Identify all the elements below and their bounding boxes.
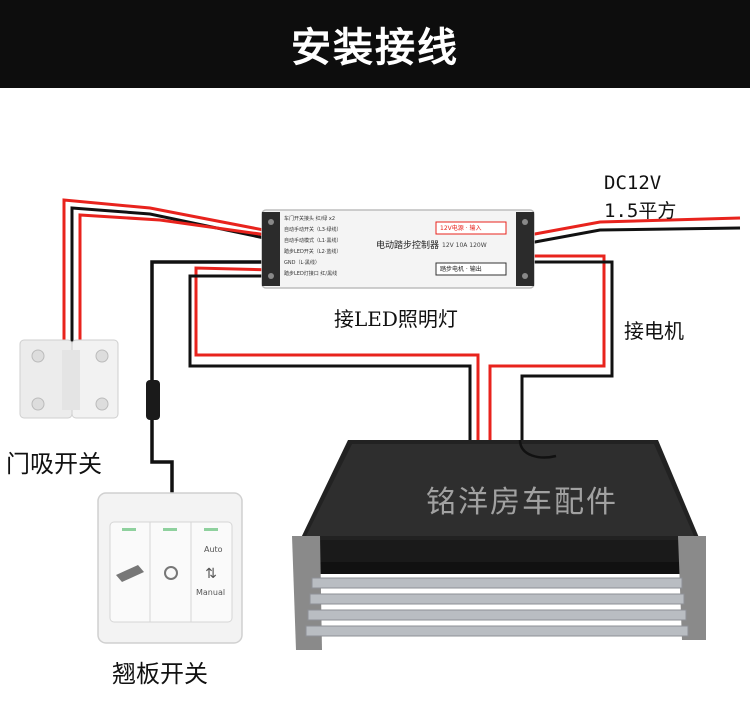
controller-row: GND（L·黑线） [284, 260, 320, 266]
door-switch-label: 门吸开关 [6, 450, 102, 478]
led-wires [188, 266, 480, 440]
door-magnet-switch [19, 339, 119, 419]
title-bar: 安装接线 [0, 0, 750, 88]
controller-main-label: 电动踏步控制器 [376, 241, 440, 251]
motor-label: 接电机 [624, 319, 684, 343]
controller-spec: 12V 10A 120W [442, 242, 487, 249]
power-label-gauge: 1.5平方 [604, 200, 677, 222]
controller-row: 踏步LED开关（L2·蓝线） [284, 249, 342, 255]
motor-wires [488, 254, 614, 440]
controller-row: 自动手动开关（L3·绿线） [284, 227, 342, 233]
controller-left-rows: 车门开关接头 红/绿 x2 自动手动开关（L3·绿线） 自动手动模式（L1·黑线… [284, 214, 370, 280]
electric-step [292, 439, 706, 650]
power-wires [523, 216, 741, 246]
watermark: 铭洋房车配件 [426, 485, 618, 520]
wiring-diagram: ⇅ [19, 198, 741, 650]
rocker-switch-panel: ⇅ [97, 492, 243, 644]
controller-box [261, 209, 535, 289]
rocker-switch-wire [150, 260, 274, 495]
controller-row: 自动手动模式（L1·黑线） [284, 238, 342, 244]
controller-output-label: 踏步电机 · 输出 [440, 266, 482, 273]
switch-auto-label: Auto [204, 545, 223, 554]
power-label-voltage: DC12V [604, 172, 662, 194]
controller-row: 车门开关接头 红/绿 x2 [284, 216, 336, 222]
switch-manual-label: Manual [196, 588, 226, 597]
led-label: 接LED照明灯 [334, 307, 458, 331]
rocker-switch-label: 翘板开关 [112, 660, 208, 688]
controller-input-label: 12V电源 · 输入 [440, 225, 482, 232]
page-title: 安装接线 [291, 25, 459, 71]
controller-row: 踏步LED灯接口 红/黑线 [284, 271, 338, 277]
door-switch-wires [62, 198, 275, 345]
inline-connector [146, 380, 160, 420]
svg-text:⇅: ⇅ [205, 566, 217, 582]
step-tread [305, 577, 689, 637]
